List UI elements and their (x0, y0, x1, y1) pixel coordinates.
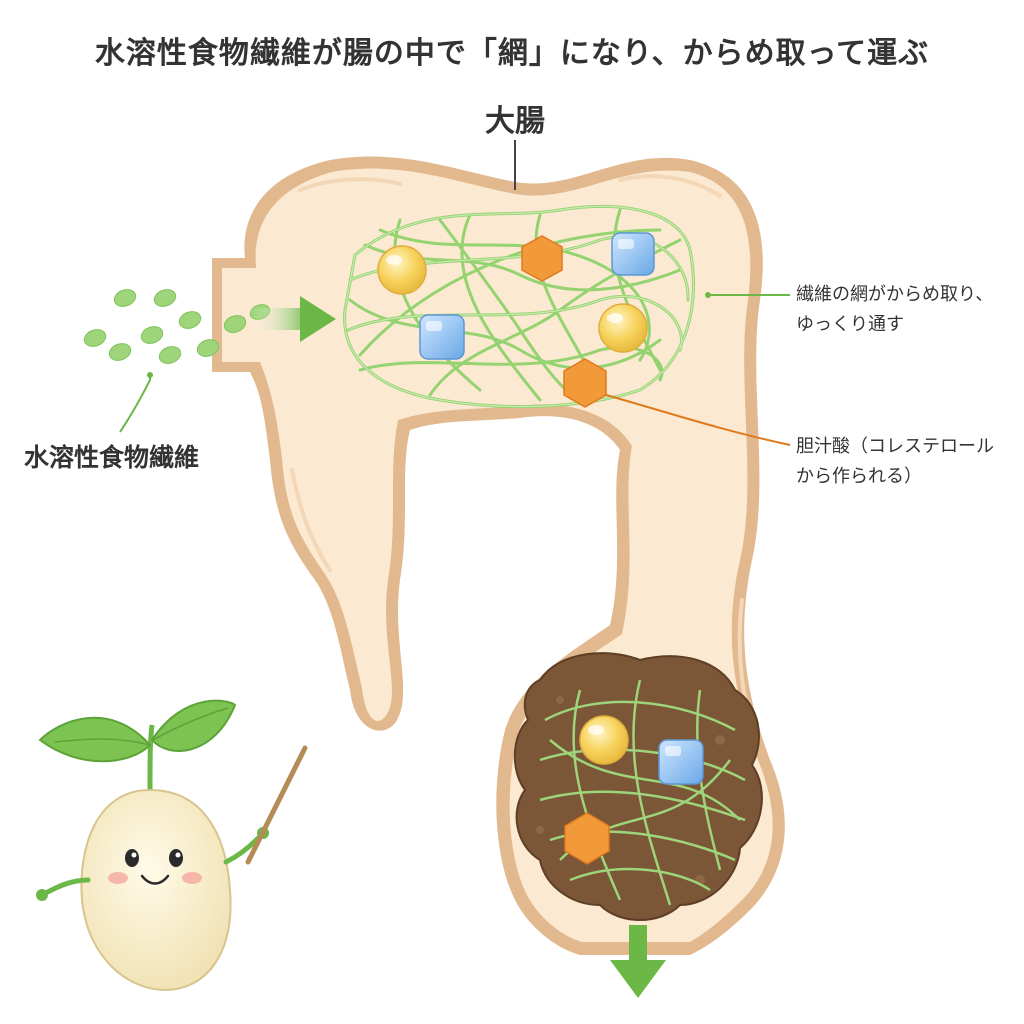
net-callout: 繊維の網がからめ取り、 ゆっくり通す (796, 280, 993, 340)
bile-acid-hexagon-icon (563, 358, 607, 408)
fiber-droplets (83, 289, 271, 364)
fiber-label-leader (119, 375, 151, 433)
right-arrow-icon (250, 296, 336, 342)
fiber-label-dot (147, 372, 153, 378)
pointer-stick-icon (245, 745, 308, 865)
droplet-icon (178, 311, 202, 329)
organ-label: 大腸 (485, 104, 545, 139)
down-arrow-icon (610, 925, 666, 998)
droplet-icon (108, 343, 132, 361)
droplet-icon (113, 289, 137, 307)
droplet-icon (140, 326, 164, 344)
droplet-icon (196, 339, 220, 357)
bile-acid-callout-line (605, 394, 791, 446)
droplet-icon (153, 289, 177, 307)
blue-cube-icon (419, 314, 465, 360)
blue-cube-icon (611, 232, 655, 276)
page-title: 水溶性食物繊維が腸の中で「網」になり、からめ取って運ぶ (94, 36, 930, 71)
bile-acid-callout-line2: から作られる） (796, 466, 922, 487)
cholesterol-ball-icon (579, 715, 629, 765)
stool-fiber-net (539, 679, 746, 906)
droplet-icon (158, 346, 182, 364)
net-callout-line2: ゆっくり通す (796, 314, 904, 335)
bile-acid-hexagon-icon (564, 812, 610, 865)
bile-acid-hexagon-icon (521, 235, 563, 282)
bile-acid-callout: 胆汁酸（コレステロール から作られる） (796, 432, 994, 492)
droplet-icon (83, 329, 107, 347)
cholesterol-ball-icon (598, 303, 648, 353)
bile-acid-callout-line1: 胆汁酸（コレステロール (796, 436, 994, 457)
droplet-icon (223, 315, 247, 333)
cholesterol-ball-icon (377, 245, 427, 295)
net-callout-line1: 繊維の網がからめ取り、 (796, 284, 994, 305)
sprout-mascot-icon (36, 699, 269, 992)
inflow-label: 水溶性食物繊維 (24, 443, 200, 472)
blue-cube-icon (658, 739, 704, 785)
